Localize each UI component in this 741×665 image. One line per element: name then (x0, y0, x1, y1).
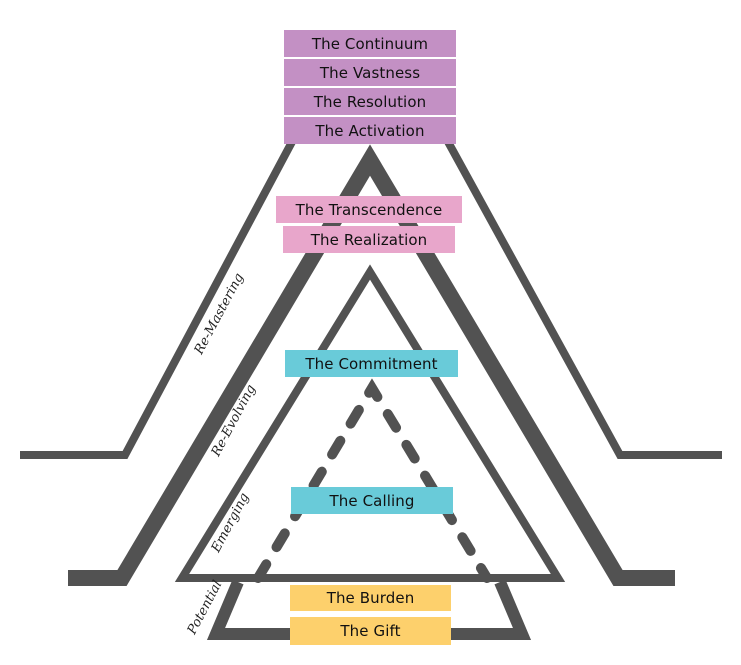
level-box-resolution: The Resolution (284, 88, 456, 115)
level-box-gift: The Gift (290, 617, 451, 645)
emerging-dashed-line (253, 378, 492, 583)
level-box-continuum: The Continuum (284, 30, 456, 57)
level-box-realization: The Realization (283, 226, 455, 253)
remastering-boundary-line (68, 144, 675, 586)
level-box-transcendence: The Transcendence (276, 196, 462, 223)
level-box-burden: The Burden (290, 585, 451, 611)
reevolving-triangle (174, 264, 566, 582)
outer-boundary-line (20, 136, 722, 459)
level-box-calling: The Calling (291, 487, 453, 514)
level-box-vastness: The Vastness (284, 59, 456, 86)
level-box-activation: The Activation (284, 117, 456, 144)
level-box-commitment: The Commitment (285, 350, 458, 377)
